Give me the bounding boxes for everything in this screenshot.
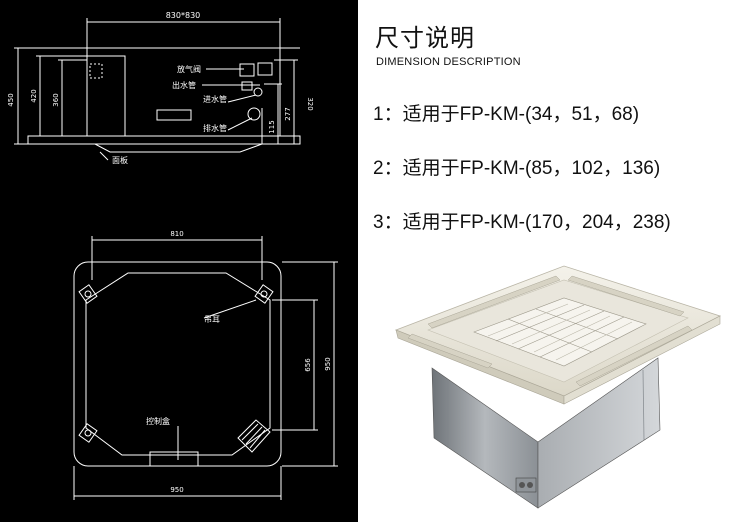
side-view bbox=[14, 18, 301, 161]
page-title: 尺寸说明 bbox=[375, 24, 475, 52]
dim-420-text: 420 bbox=[30, 89, 38, 102]
dim-950-horizontal-text: 950 bbox=[170, 486, 183, 494]
leader-drain bbox=[227, 117, 253, 131]
outlet-pipe-connector bbox=[257, 62, 273, 76]
dim-320-text: 320 bbox=[306, 97, 314, 110]
inlet-pipe-end bbox=[253, 87, 263, 97]
label-inlet-pipe: 进水管 bbox=[203, 94, 227, 104]
hanger-lug-bottom-left bbox=[78, 423, 98, 443]
dim-810-text: 810 bbox=[170, 230, 183, 238]
cad-drawing: 830*830 450 420 360 320 277 115 放气阀 出水管 … bbox=[7, 11, 338, 500]
control-compartment bbox=[86, 55, 126, 137]
inlet-pipe-connector bbox=[241, 81, 253, 91]
octagon-housing bbox=[85, 272, 271, 456]
label-face-panel: 面板 bbox=[112, 155, 128, 165]
drain-pipe-end bbox=[247, 107, 261, 121]
leader-panel bbox=[99, 151, 109, 161]
label-drain-pipe: 排水管 bbox=[203, 123, 227, 133]
top-dimension-text: 830*830 bbox=[166, 11, 201, 20]
return-air-grille bbox=[473, 297, 647, 367]
bottom-view bbox=[73, 236, 338, 500]
pipe-port bbox=[515, 477, 537, 493]
spec-line-3: 3：适用于FP-KM-(170，204，238) bbox=[373, 212, 671, 233]
page-subtitle: DIMENSION DESCRIPTION bbox=[376, 56, 521, 68]
label-hanger: 吊耳 bbox=[204, 315, 220, 324]
air-outlet-slots bbox=[407, 275, 693, 387]
cad-drawing-panel: 830*830 450 420 360 320 277 115 放气阀 出水管 … bbox=[0, 0, 358, 522]
leader-inlet bbox=[227, 94, 257, 103]
control-box bbox=[237, 419, 271, 453]
dim-656-text: 656 bbox=[304, 358, 312, 372]
spec-line-2: 2：适用于FP-KM-(85，102，136) bbox=[373, 158, 661, 179]
label-outlet-pipe: 出水管 bbox=[172, 80, 196, 90]
hanger-lug-top-left bbox=[78, 284, 98, 304]
face-panel-lip bbox=[94, 143, 263, 153]
control-window bbox=[89, 63, 103, 79]
housing-body bbox=[86, 47, 281, 137]
dim-277-text: 277 bbox=[284, 107, 292, 120]
dim-450-text: 450 bbox=[7, 93, 15, 106]
face-panel bbox=[27, 135, 301, 145]
hanger-lug-top-right bbox=[254, 284, 274, 304]
motor-slot bbox=[156, 109, 192, 121]
vent-valve-connector bbox=[239, 63, 255, 77]
product-photo bbox=[394, 265, 722, 509]
label-vent-valve: 放气阀 bbox=[177, 64, 201, 74]
leader-hanger bbox=[203, 299, 257, 319]
dim-950-vertical-text: 950 bbox=[324, 357, 332, 370]
dim-360-text: 360 bbox=[52, 93, 60, 106]
spec-line-1: 1：适用于FP-KM-(34，51，68) bbox=[373, 104, 640, 125]
label-control-box: 控制盒 bbox=[146, 416, 170, 426]
dim-115-text: 115 bbox=[268, 120, 276, 133]
metal-housing bbox=[431, 357, 661, 509]
bottom-tab bbox=[149, 451, 199, 467]
